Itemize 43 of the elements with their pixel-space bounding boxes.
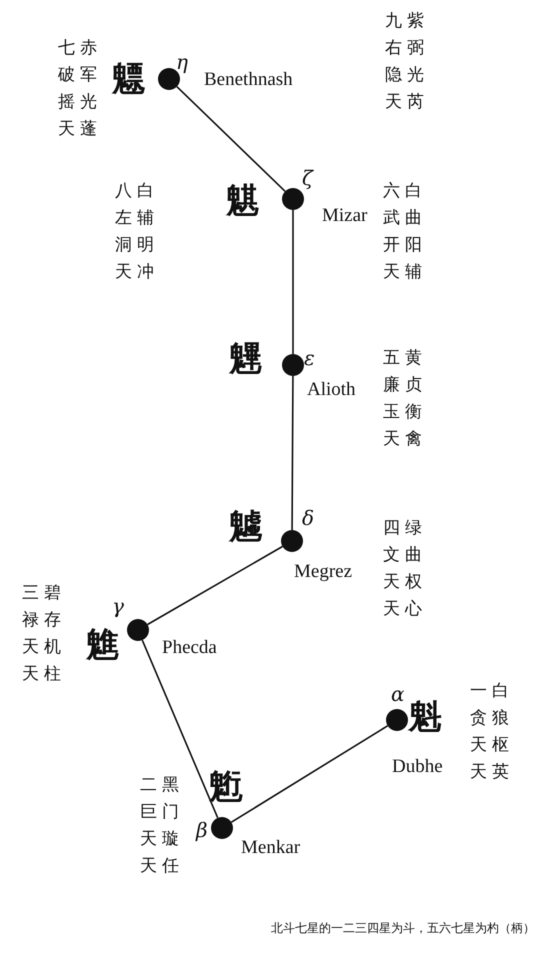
star-glyph: 魌 (226, 184, 260, 218)
star-name: Dubhe (392, 757, 443, 776)
star-name: Mizar (322, 206, 368, 225)
caption: 北斗七星的一二三四星为斗，五六七星为杓（柄） (271, 922, 535, 934)
star-attributes: 五黄廉贞玉衡天禽 (383, 347, 428, 451)
star-attributes: 八白左辅洞明天冲 (115, 180, 160, 284)
connecting-line (230, 725, 388, 823)
connecting-line (147, 546, 283, 626)
star-dot (211, 817, 233, 839)
connecting-line (292, 210, 294, 354)
star-name: Alioth (307, 380, 356, 399)
connecting-line (291, 376, 294, 530)
greek-letter: α (391, 684, 405, 704)
connecting-line (176, 86, 286, 192)
star-dot (282, 188, 304, 210)
star-name: Megrez (294, 562, 352, 581)
greek-letter: δ (302, 508, 314, 528)
star-dot (282, 354, 304, 376)
star-attributes: 四绿文曲天权天心 (383, 517, 428, 621)
star-dot (281, 530, 303, 552)
star-glyph: 魁 (408, 700, 442, 734)
star-attributes: 七赤破军摇光天蓬 (58, 37, 104, 141)
star-attributes: 一白贪狼天枢天英 (470, 680, 516, 784)
star-name: Phecda (162, 638, 217, 657)
star-glyph: 魋 (86, 628, 120, 662)
star-attributes: 六白武曲开阳天辅 (383, 180, 428, 284)
greek-letter: γ (112, 596, 124, 616)
star-glyph: 䰢 (209, 770, 243, 804)
star-glyph: 魖 (229, 510, 263, 544)
star-dot (386, 709, 408, 731)
star-attributes: 九紫右弼隐光天芮 (385, 10, 430, 114)
connecting-line (142, 640, 218, 818)
star-dot (127, 619, 149, 641)
greek-letter: η (176, 52, 188, 72)
star-glyph: 魒 (112, 62, 146, 96)
greek-letter: ζ (302, 168, 313, 188)
greek-letter: β (196, 820, 208, 840)
greek-letter: ε (304, 348, 315, 368)
star-attributes: 二黑巨门天璇天任 (140, 774, 186, 878)
star-name: Menkar (241, 838, 300, 857)
star-name: Benethnash (204, 70, 293, 89)
star-glyph: 魓 (229, 342, 263, 376)
star-attributes: 三碧禄存天机天柱 (22, 582, 68, 686)
